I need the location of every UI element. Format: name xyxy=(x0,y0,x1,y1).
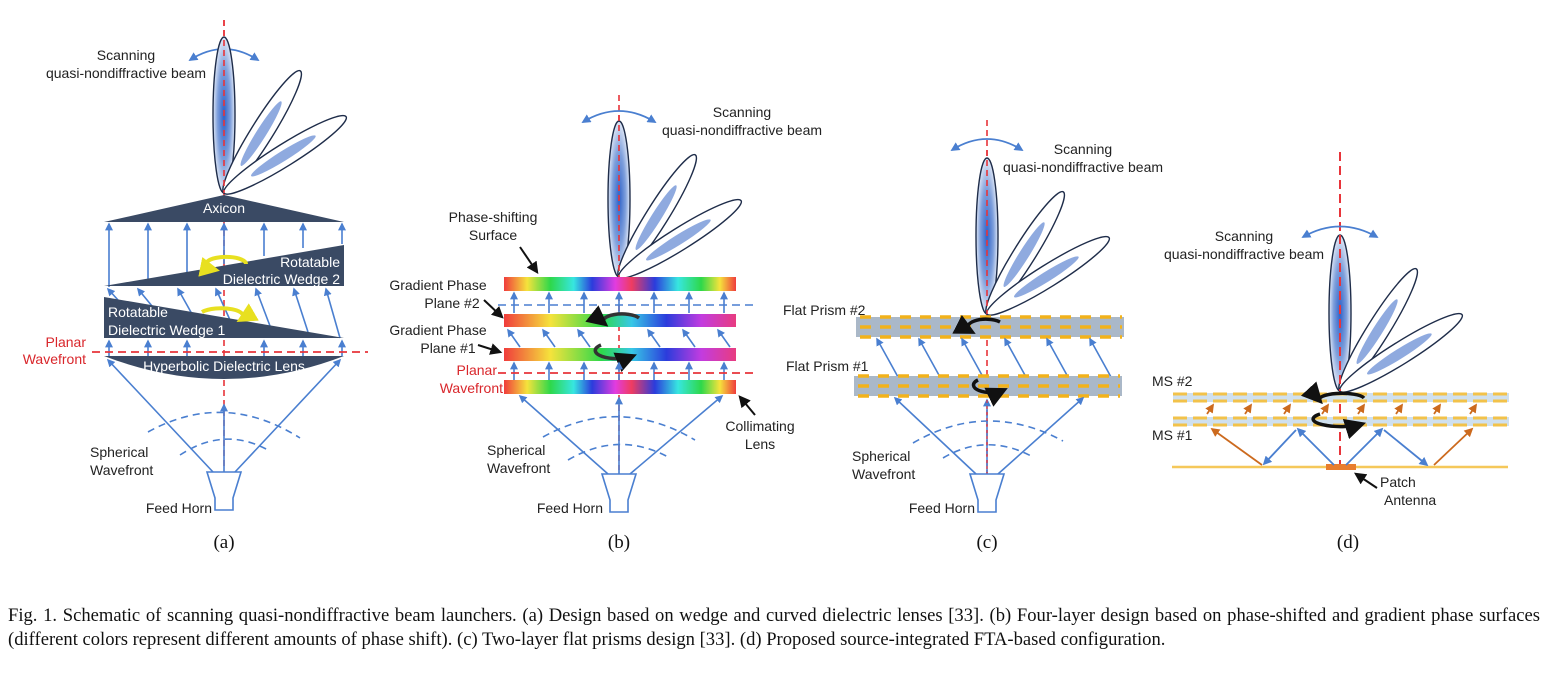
beam-label: quasi-nondiffractive beam xyxy=(46,65,206,81)
beam-label: Scanning xyxy=(1054,141,1112,157)
gradient-plane-1-label: Plane #1 xyxy=(420,340,475,356)
hyperbolic-lens xyxy=(104,356,344,379)
panel-label: (b) xyxy=(608,532,630,553)
rotation-arrow-icon xyxy=(952,314,1001,334)
collimating-label: Lens xyxy=(745,436,775,452)
panel-c: Scanning quasi-nondiffractive beam Flat … xyxy=(783,120,1163,553)
beam-lobes xyxy=(212,36,353,204)
lens-label: Hyperbolic Dielectric Lens xyxy=(143,358,305,374)
wedge1-label: Dielectric Wedge 1 xyxy=(108,322,225,338)
scan-arrow-icon xyxy=(581,110,657,123)
rotation-arrow-icon xyxy=(971,378,1008,407)
beam-label: quasi-nondiffractive beam xyxy=(1164,246,1324,262)
feed-horn-icon xyxy=(206,471,242,511)
rotation-arrow-icon xyxy=(200,303,259,323)
axicon xyxy=(104,195,344,222)
flat-prism-2-label: Flat Prism #2 xyxy=(783,302,866,318)
collimating-label: Collimating xyxy=(725,418,794,434)
planar-label: Planar xyxy=(46,334,87,350)
beam-lobes xyxy=(975,157,1116,325)
phase-shift-label: Surface xyxy=(469,227,517,243)
panel-label: (c) xyxy=(976,532,997,553)
ms1-label: MS #1 xyxy=(1152,427,1193,443)
patch-antenna-label: Patch xyxy=(1380,474,1416,490)
spherical-label: Spherical xyxy=(487,442,545,458)
ms2-label: MS #2 xyxy=(1152,373,1193,389)
spherical-label: Spherical xyxy=(852,448,910,464)
gradient-plane-2-label: Plane #2 xyxy=(424,295,479,311)
wedge2-label: Dielectric Wedge 2 xyxy=(223,271,340,287)
panel-b: Scanning quasi-nondiffractive beam Phase… xyxy=(389,95,822,553)
beam-label: Scanning xyxy=(97,47,155,63)
panel-d: Scanning quasi-nondiffractive beam MS #2… xyxy=(1152,152,1509,553)
wedge2-label: Rotatable xyxy=(280,254,340,270)
axicon-label: Axicon xyxy=(203,200,245,216)
gradient-phase-plane-2 xyxy=(504,314,736,327)
patch-antenna-label: Antenna xyxy=(1384,492,1436,508)
feed-horn-label: Feed Horn xyxy=(909,500,975,516)
beam-label: quasi-nondiffractive beam xyxy=(662,122,822,138)
rotation-arrow-icon xyxy=(198,254,249,277)
feed-horn-icon xyxy=(969,473,1005,513)
figure-schematic: Scanning quasi-nondiffractive beam Axico… xyxy=(23,20,1509,553)
phase-shift-label: Phase-shifting xyxy=(449,209,538,225)
scan-arrow-icon xyxy=(1301,225,1379,238)
feed-horn-label: Feed Horn xyxy=(537,500,603,516)
wedge1-label: Rotatable xyxy=(108,304,168,320)
metasurface-1 xyxy=(1173,416,1509,427)
dielectric-wedge-2 xyxy=(104,245,344,286)
spherical-label: Wavefront xyxy=(487,460,550,476)
feed-horn-icon xyxy=(601,473,637,513)
planar-label: Wavefront xyxy=(440,380,503,396)
beam-label: quasi-nondiffractive beam xyxy=(1003,159,1163,175)
beam-lobes xyxy=(607,120,748,288)
gradient-plane-2-label: Gradient Phase xyxy=(389,277,486,293)
spherical-label: Wavefront xyxy=(90,462,153,478)
beam-label: Scanning xyxy=(713,104,771,120)
panel-a: Scanning quasi-nondiffractive beam Axico… xyxy=(23,20,368,553)
beam-lobes xyxy=(1328,234,1469,402)
scan-arrow-icon xyxy=(950,138,1024,151)
figure-caption: Fig. 1. Schematic of scanning quasi-nond… xyxy=(8,605,1540,650)
panel-label: (a) xyxy=(213,532,234,553)
gradient-plane-1-label: Gradient Phase xyxy=(389,322,486,338)
rotation-arrow-icon xyxy=(1311,412,1367,440)
phase-shifting-surface xyxy=(504,277,736,291)
rotation-arrow-icon xyxy=(1300,381,1366,405)
flat-prism-1-label: Flat Prism #1 xyxy=(786,358,869,374)
planar-label: Wavefront xyxy=(23,351,86,367)
collimating-lens xyxy=(504,380,736,394)
feed-horn-label: Feed Horn xyxy=(146,500,212,516)
planar-label: Planar xyxy=(457,362,498,378)
patch-antenna xyxy=(1326,464,1356,470)
rotation-arrow-icon xyxy=(593,343,637,373)
panel-label: (d) xyxy=(1337,532,1359,553)
spherical-label: Wavefront xyxy=(852,466,915,482)
rotation-arrow-icon xyxy=(585,305,641,327)
dielectric-wedge-1 xyxy=(104,297,344,338)
spherical-label: Spherical xyxy=(90,444,148,460)
beam-label: Scanning xyxy=(1215,228,1273,244)
